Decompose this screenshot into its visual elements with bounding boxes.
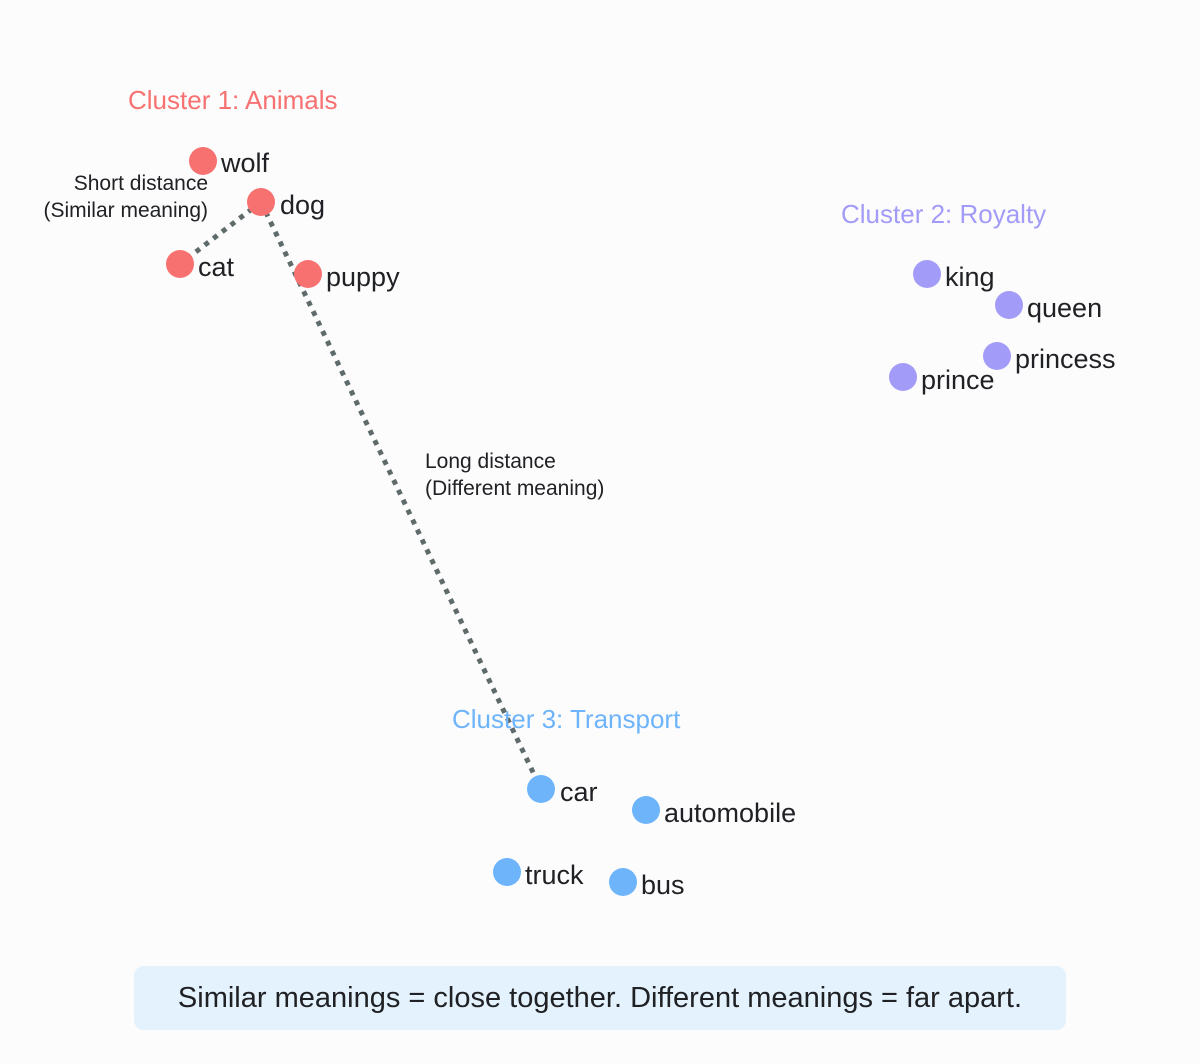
cluster-title-transport: Cluster 3: Transport [452, 704, 681, 734]
short-distance-sublabel: (Similar meaning) [43, 199, 208, 222]
word-point-king [913, 260, 941, 288]
long-distance-connector [258, 200, 544, 791]
word-point-prince [889, 363, 917, 391]
word-label-king: king [945, 262, 995, 292]
word-point-truck [493, 858, 521, 886]
cluster-title-royalty: Cluster 2: Royalty [841, 199, 1046, 229]
cluster-title-animals: Cluster 1: Animals [128, 85, 338, 115]
word-point-cat [166, 250, 194, 278]
word-point-wolf [189, 147, 217, 175]
summary-banner: Similar meanings = close together. Diffe… [134, 966, 1066, 1030]
word-label-prince: prince [921, 365, 995, 395]
word-point-princess [983, 342, 1011, 370]
word-label-bus: bus [641, 870, 685, 900]
long-distance-sublabel: (Different meaning) [425, 477, 604, 500]
word-point-dog [247, 188, 275, 216]
word-label-wolf: wolf [220, 148, 270, 178]
cluster-animals: wolf dog cat puppy [166, 147, 400, 292]
word-label-queen: queen [1027, 293, 1102, 323]
word-label-dog: dog [280, 190, 325, 220]
word-label-automobile: automobile [664, 798, 796, 828]
cluster-transport: car automobile truck bus [493, 775, 796, 900]
word-point-puppy [294, 260, 322, 288]
short-distance-label: Short distance [74, 172, 208, 195]
word-label-car: car [560, 777, 598, 807]
long-distance-label: Long distance [425, 450, 556, 473]
word-point-car [527, 775, 555, 803]
summary-text: Similar meanings = close together. Diffe… [177, 981, 1023, 1014]
cluster-royalty: king queen princess prince [889, 260, 1116, 395]
word-label-cat: cat [198, 252, 235, 282]
word-point-queen [995, 291, 1023, 319]
word-label-truck: truck [525, 860, 584, 890]
word-point-automobile [632, 796, 660, 824]
word-label-puppy: puppy [326, 262, 400, 292]
word-point-bus [609, 868, 637, 896]
word-label-princess: princess [1015, 344, 1116, 374]
